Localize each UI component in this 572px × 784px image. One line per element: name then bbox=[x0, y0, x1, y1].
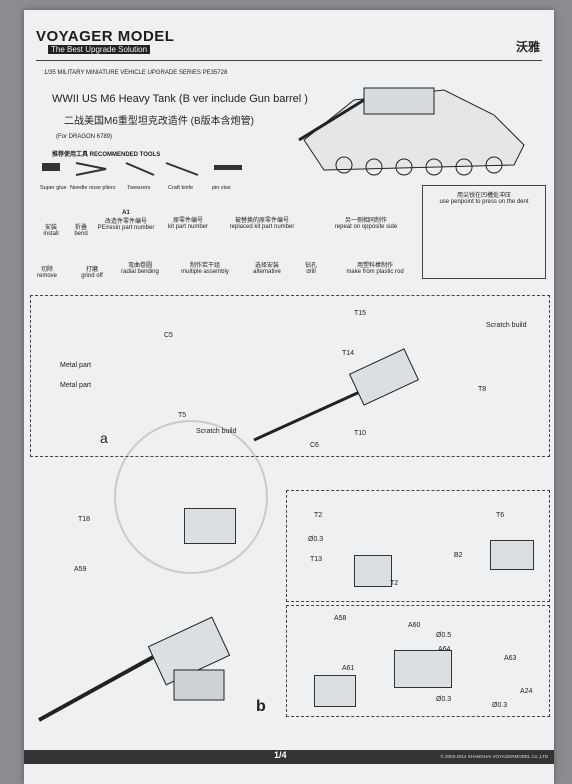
part-callout: T13 bbox=[310, 556, 323, 563]
part-callout: Ø0.3 bbox=[308, 536, 324, 543]
part-callout: T10 bbox=[354, 430, 367, 437]
brand-slogan: The Best Upgrade Solution bbox=[48, 45, 151, 54]
part-callout: Metal part bbox=[60, 362, 92, 369]
part-callout: C5 bbox=[164, 332, 173, 339]
tool-label: Tweezers bbox=[127, 185, 151, 191]
part-callout: A58 bbox=[334, 615, 347, 622]
brand-logo: VOYAGER MODEL bbox=[36, 28, 175, 45]
brand-name-cn: 沃雅 bbox=[515, 40, 540, 54]
footer-bar bbox=[24, 750, 554, 764]
tools-heading: 推荐使用工具 RECOMMENDED TOOLS bbox=[52, 152, 161, 158]
part-callout: T15 bbox=[354, 310, 367, 317]
part-callout: A63 bbox=[504, 655, 517, 662]
ammo-box-drawing bbox=[354, 555, 392, 587]
step-label: b bbox=[256, 698, 266, 715]
part-callout: T18 bbox=[78, 516, 91, 523]
ammo-box-drawing bbox=[490, 540, 534, 570]
page-title-cn: 二战美国M6重型坦克改造件 (B版本含炮管) bbox=[64, 116, 254, 127]
part-callout: Ø0.3 bbox=[436, 696, 452, 703]
bracket-drawing bbox=[314, 675, 356, 707]
instruction-sheet: VOYAGER MODEL The Best Upgrade Solution … bbox=[24, 10, 554, 784]
step-a-frame bbox=[30, 295, 550, 457]
part-callout: A24 bbox=[520, 688, 533, 695]
part-callout: B2 bbox=[454, 552, 463, 559]
part-callout: Scratch build bbox=[196, 428, 237, 435]
part-callout: T6 bbox=[496, 512, 505, 519]
gun-drawing bbox=[253, 348, 420, 442]
part-callout: A64 bbox=[438, 646, 451, 653]
part-callout: T5 bbox=[178, 412, 187, 419]
part-callout: T2 bbox=[390, 580, 399, 587]
part-callout: T14 bbox=[342, 350, 355, 357]
tool-label: Super glue bbox=[40, 185, 67, 191]
copyright: © 2003-2014 SHANGHAI VOYAGERMODEL Co.,LT… bbox=[440, 754, 548, 759]
page-number: 1/4 bbox=[274, 750, 287, 760]
ammo-box-drawing bbox=[184, 508, 236, 544]
watermark-stamp bbox=[114, 420, 268, 574]
part-callout: T2 bbox=[314, 512, 323, 519]
part-callout: Scratch build bbox=[486, 322, 527, 329]
part-callout: A59 bbox=[74, 566, 87, 573]
tools-illustration bbox=[42, 162, 242, 176]
header-rule bbox=[36, 60, 542, 61]
part-callout: C6 bbox=[310, 442, 319, 449]
tool-label: Needle nose pliers bbox=[70, 185, 116, 191]
tool-label: pin vise bbox=[212, 185, 231, 191]
gun-drawing-lower bbox=[38, 616, 231, 722]
page-title: WWII US M6 Heavy Tank (B ver include Gun… bbox=[52, 93, 308, 105]
bracket-drawing bbox=[394, 650, 452, 688]
series-label: 1/35 MILITARY MINIATURE VEHICLE UPGRADE … bbox=[44, 70, 228, 76]
kit-reference: (For DRAGON 6789) bbox=[56, 134, 113, 140]
step-label: a bbox=[100, 430, 108, 446]
step-c-frame bbox=[286, 605, 550, 717]
part-callout: Ø0.3 bbox=[492, 702, 508, 709]
part-callout: Metal part bbox=[60, 382, 92, 389]
part-callout: Ø0.5 bbox=[436, 632, 452, 639]
part-callout: A60 bbox=[408, 622, 421, 629]
step-b-frame bbox=[286, 490, 550, 602]
part-callout: T8 bbox=[478, 386, 487, 393]
tool-label: Craft knife bbox=[168, 185, 194, 191]
part-callout: A61 bbox=[342, 665, 355, 672]
tank-illustration bbox=[298, 87, 525, 176]
